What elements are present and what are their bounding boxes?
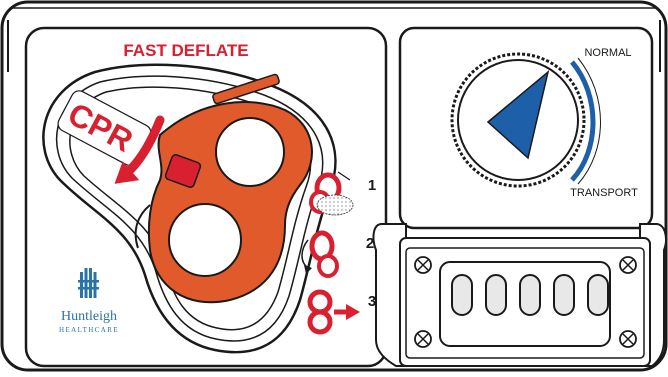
connector-slot bbox=[519, 274, 541, 316]
knob-label-transport: TRANSPORT bbox=[570, 187, 638, 199]
connector-slot bbox=[587, 274, 609, 316]
step-2: 2 bbox=[301, 230, 374, 278]
mode-panel: NORMAL TRANSPORT bbox=[398, 26, 654, 230]
step-1: 1 bbox=[309, 171, 376, 216]
screw-icon bbox=[414, 256, 432, 274]
mode-range-arc bbox=[570, 60, 596, 182]
screw-icon bbox=[619, 330, 637, 348]
knob-label-normal: NORMAL bbox=[584, 47, 631, 59]
tag-lock-icon bbox=[164, 154, 202, 188]
step-1-number: 1 bbox=[368, 177, 376, 194]
cpr-direction-arrow-icon bbox=[114, 115, 165, 184]
connector-slots bbox=[451, 274, 609, 316]
step-2-number: 2 bbox=[366, 235, 374, 252]
tag-remove-icon bbox=[307, 289, 360, 335]
huntleigh-logo-icon bbox=[78, 268, 99, 298]
step-3-number: 3 bbox=[368, 293, 376, 310]
fast-deflate-title: FAST DEFLATE bbox=[123, 41, 248, 60]
tag-rotate-icon bbox=[301, 230, 339, 278]
cpr-pull-tag[interactable] bbox=[134, 73, 313, 304]
step-3: 3 bbox=[307, 289, 376, 335]
brand-block: Huntleigh HEALTHCARE bbox=[59, 268, 119, 334]
brand-name: Huntleigh bbox=[61, 309, 117, 324]
screw-icon bbox=[619, 256, 637, 274]
brand-subtitle: HEALTHCARE bbox=[59, 326, 119, 334]
screw-icon bbox=[414, 330, 432, 348]
dial-pointer-icon bbox=[486, 69, 550, 160]
mode-dial-icon[interactable] bbox=[450, 52, 586, 188]
connector-slot bbox=[485, 274, 507, 316]
connector-assembly bbox=[372, 223, 667, 367]
connector-slot bbox=[553, 274, 575, 316]
connector-slot bbox=[451, 274, 473, 316]
tag-pull-icon bbox=[309, 171, 354, 216]
fast-deflate-panel: FAST DEFLATE CPR bbox=[24, 26, 388, 368]
